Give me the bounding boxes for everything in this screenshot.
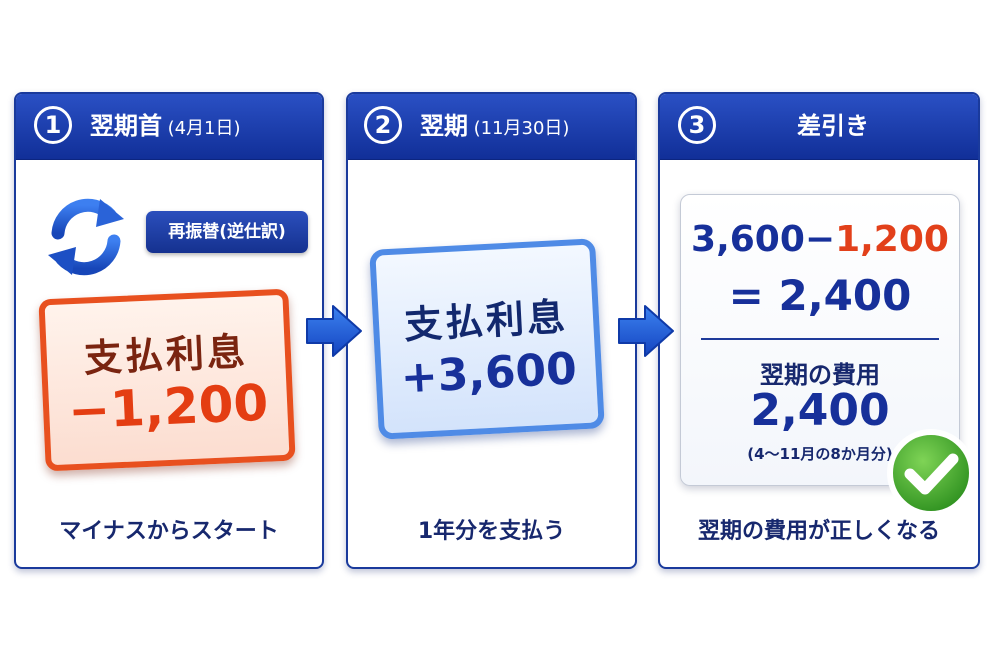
- step-1-header: 1 翌期首 (4月1日): [16, 94, 322, 160]
- next-period-cost-note: (4〜11月の8か月分): [747, 445, 893, 463]
- interest-minus-card: 支払利息 −1,200: [38, 288, 296, 472]
- step-2-title: 翌期 (11月30日): [420, 94, 569, 160]
- equation-minus: −: [804, 219, 836, 260]
- step-1-panel: 1 翌期首 (4月1日) 再振替(逆仕訳) 支払利息 −1,200 マイナスから…: [14, 92, 324, 569]
- check-mark-icon: [887, 429, 975, 517]
- equation-result: = 2,400: [728, 271, 912, 320]
- interest-plus-label: 支払利息: [403, 294, 570, 348]
- step-2-header: 2 翌期 (11月30日): [348, 94, 635, 160]
- step-2-title-text: 翌期: [420, 112, 468, 140]
- equation-operand-a: 3,600: [691, 219, 805, 260]
- interest-plus-value: +3,600: [399, 343, 579, 404]
- step-1-number: 1: [34, 106, 72, 144]
- equation-operand-b: 1,200: [835, 219, 949, 260]
- interest-plus-card: 支払利息 +3,600: [369, 238, 605, 440]
- arrow-right-icon: [306, 305, 362, 357]
- step-3-header: 3 差引き: [660, 94, 978, 160]
- arrow-right-icon: [618, 305, 674, 357]
- step-3-caption: 翌期の費用が正しくなる: [697, 519, 940, 544]
- interest-minus-value: −1,200: [66, 373, 270, 441]
- subtraction-equation: 3,600−1,200: [681, 219, 959, 260]
- step-2-caption: 1年分を支払う: [417, 519, 566, 544]
- refresh-cycle-icon: [48, 198, 124, 276]
- step-1-title-text: 翌期首: [90, 112, 162, 140]
- step-3-title-text: 差引き: [797, 112, 869, 140]
- step-3-title: 差引き: [660, 94, 978, 160]
- next-period-cost-label: 翌期の費用: [760, 361, 880, 389]
- step-2-number: 2: [364, 106, 402, 144]
- step-3-number: 3: [678, 106, 716, 144]
- card-divider: [701, 338, 939, 340]
- reversing-entry-tag: 再振替(逆仕訳): [146, 211, 308, 253]
- step-2-panel: 2 翌期 (11月30日) 支払利息 +3,600 1年分を支払う: [346, 92, 637, 569]
- step-1-title: 翌期首 (4月1日): [90, 94, 241, 160]
- step-1-date: (4月1日): [167, 118, 241, 139]
- step-1-caption: マイナスからスタート: [59, 519, 279, 544]
- step-2-date: (11月30日): [473, 118, 570, 139]
- next-period-cost-value: 2,400: [750, 385, 890, 436]
